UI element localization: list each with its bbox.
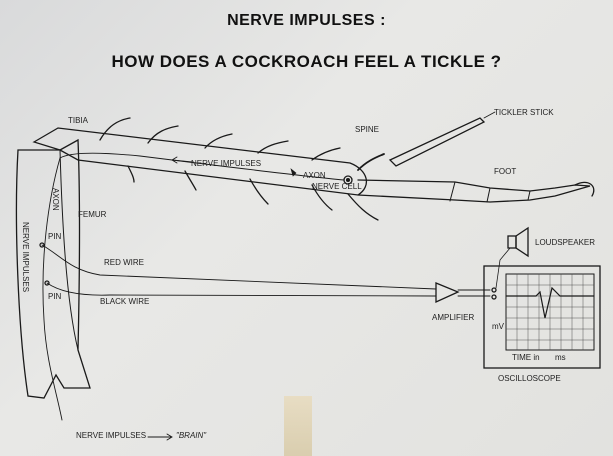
nerve-cell-nucleus	[345, 177, 351, 183]
pin-bottom-dot	[44, 280, 50, 286]
output-terminal-2	[491, 294, 497, 300]
black-wire	[46, 282, 437, 297]
foot-claw	[574, 181, 595, 197]
nerve-cell-label: NERVE CELL	[312, 182, 362, 191]
diagram-subtitle: HOW DOES A COCKROACH FEEL A TICKLE ?	[111, 52, 502, 71]
nerve-impulses-tibia-label: NERVE IMPULSES	[191, 159, 262, 168]
axon-femur-label: AXON	[51, 188, 60, 211]
femur-outline	[15, 138, 91, 399]
tickler-pointer	[483, 111, 496, 119]
spine-6	[357, 153, 385, 171]
spine-9	[249, 178, 269, 205]
spine-11	[347, 193, 379, 221]
red-wire	[41, 244, 437, 290]
tickler-stick	[388, 117, 486, 167]
black-wire-label: BLACK WIRE	[100, 297, 150, 306]
femur-label: FEMUR	[78, 210, 107, 219]
spine-8	[184, 170, 197, 191]
tape-strip	[284, 396, 312, 456]
pin-top-dot	[39, 242, 45, 248]
spine-3	[204, 133, 233, 149]
axon-tibia-label: AXON	[303, 171, 326, 180]
foot-segment-2	[486, 187, 491, 203]
spine-label: SPINE	[355, 125, 380, 134]
loudspeaker-cone	[515, 226, 529, 258]
diagram-title: NERVE IMPULSES :	[227, 12, 386, 29]
foot-outline	[357, 179, 591, 203]
time-in-label: TIME in	[512, 353, 540, 362]
nerve-impulse-arrow-tibia	[171, 159, 193, 163]
output-terminal-1	[491, 287, 497, 293]
axon-tibia-arrow	[290, 168, 297, 177]
axon-tibia-line	[59, 152, 345, 181]
oscilloscope-grid	[505, 273, 595, 351]
loudspeaker-label: LOUDSPEAKER	[535, 238, 596, 247]
axon-femur-line	[42, 157, 63, 421]
foot-label: FOOT	[494, 167, 517, 176]
nerve-impulses-brain-label: NERVE IMPULSES	[76, 431, 147, 440]
loudspeaker-box	[507, 235, 517, 249]
nerve-impulses-femur-label: NERVE IMPULSES	[21, 222, 30, 293]
loudspeaker-wire	[495, 247, 511, 289]
femur-inner-line	[59, 149, 79, 351]
amplifier-label: AMPLIFIER	[432, 313, 475, 322]
foot-segment-3	[527, 190, 531, 201]
foot-segment-1	[449, 181, 456, 202]
spine-10	[311, 184, 333, 211]
tibia-label: TIBIA	[68, 116, 89, 125]
mv-label: mV	[492, 322, 504, 331]
brain-arrow-head	[166, 433, 173, 441]
spine-1	[99, 117, 131, 141]
spine-7	[127, 165, 135, 183]
spine-5	[311, 147, 341, 161]
tickler-stick-label: TICKLER STICK	[494, 108, 554, 117]
spine-4	[257, 140, 289, 154]
pin-top-label: PIN	[48, 232, 62, 241]
oscilloscope-trace	[505, 286, 595, 319]
brain-label: "BRAIN"	[176, 431, 207, 440]
pin-bottom-label: PIN	[48, 292, 62, 301]
oscilloscope-label: OSCILLOSCOPE	[498, 374, 561, 383]
amplifier-triangle	[435, 282, 460, 304]
nerve-impulse-arrow-tibia-head	[171, 156, 178, 164]
spine-2	[147, 125, 179, 144]
ms-label: ms	[555, 353, 566, 362]
red-wire-label: RED WIRE	[104, 258, 144, 267]
oscilloscope-case	[483, 265, 601, 369]
